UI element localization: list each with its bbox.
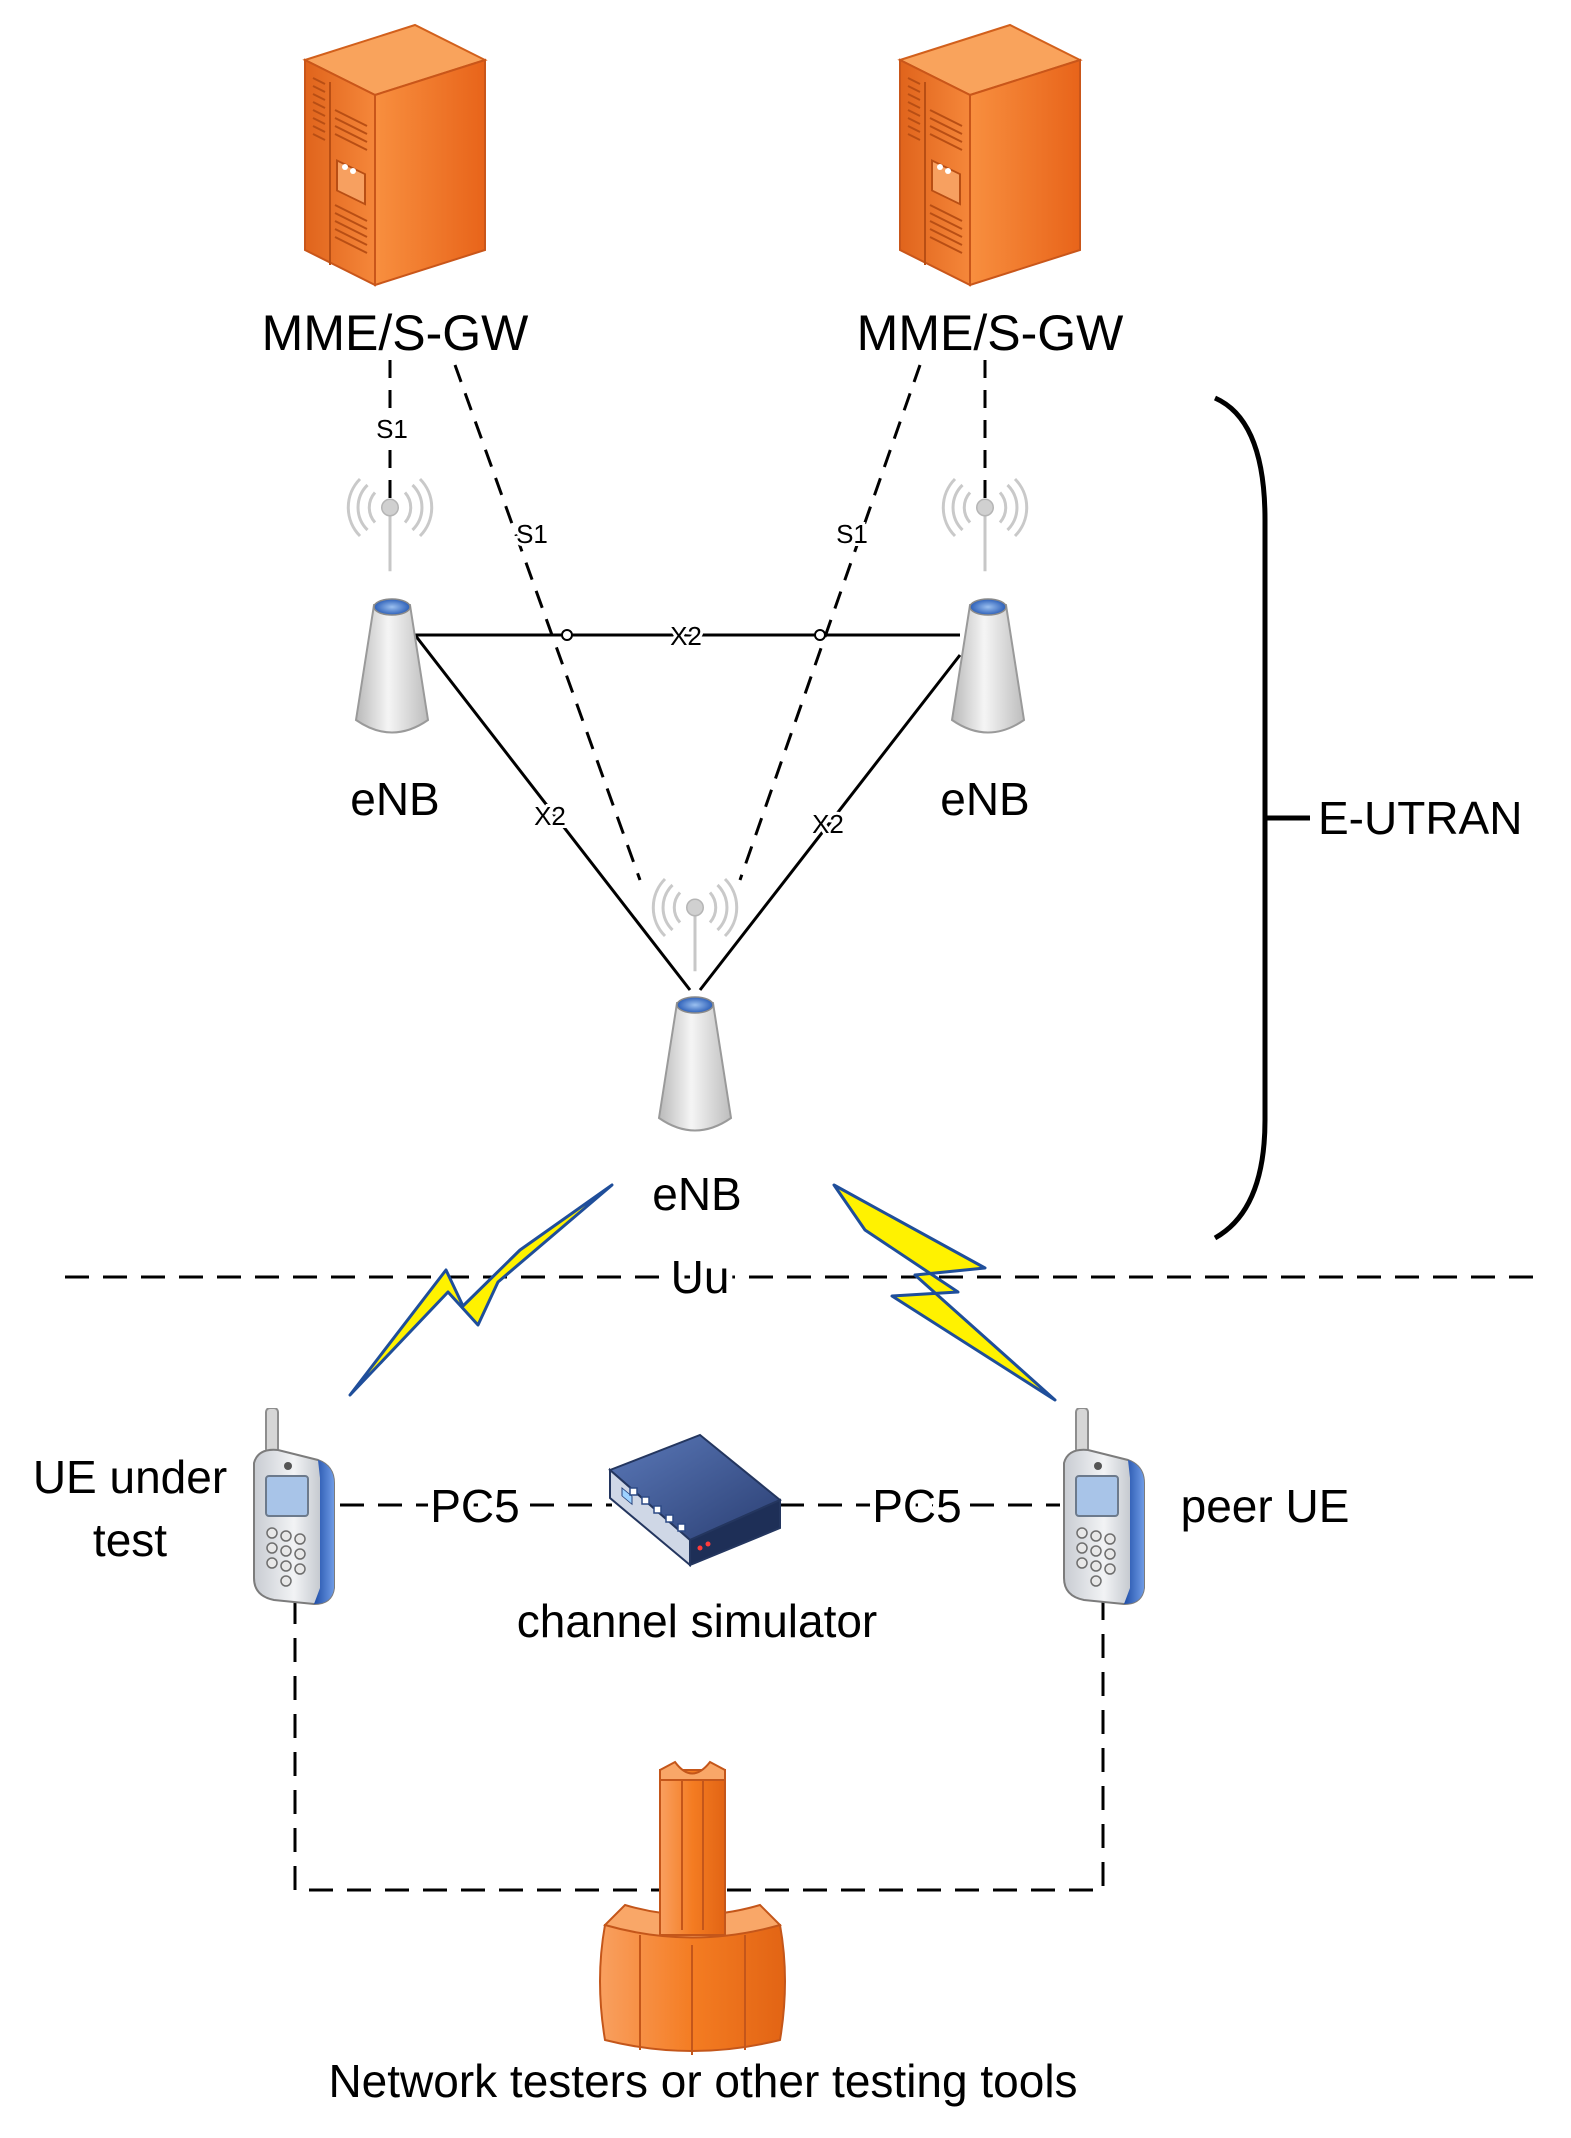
uu-label: Uu	[671, 1251, 730, 1303]
channel-simulator-icon	[608, 1433, 782, 1568]
connections	[65, 360, 1545, 1892]
peer-ue-icon	[1063, 1408, 1145, 1605]
x2-right-label: X2	[812, 809, 844, 839]
mme-server-left-icon	[304, 24, 486, 286]
eutran-bracket	[1213, 395, 1310, 1241]
lightning-left-icon	[348, 1183, 614, 1397]
ue-under-test-label-line1: UE under	[33, 1451, 227, 1503]
lightning-right-icon	[832, 1183, 1057, 1402]
x2-left-label: X2	[534, 801, 566, 831]
peer-ue-label: peer UE	[1181, 1480, 1350, 1532]
mme-left-label: MME/S-GW	[262, 305, 529, 361]
s1-left-vertical-label: S1	[376, 414, 408, 444]
enb-left-label: eNB	[350, 773, 439, 825]
enb-left-icon	[354, 597, 430, 734]
ue-under-test-icon	[253, 1408, 335, 1605]
x2-link-right	[698, 654, 962, 991]
x2-link-left	[413, 634, 692, 991]
s1-link-right-diagonal	[738, 364, 922, 881]
enb-right-icon	[950, 597, 1026, 734]
channel-simulator-label: channel simulator	[517, 1595, 878, 1647]
network-tester-icon	[599, 1760, 786, 2055]
pc5-left-label: PC5	[430, 1480, 519, 1532]
s1-left-diagonal-label: S1	[516, 519, 548, 549]
x2-top-label: X2	[670, 621, 702, 651]
eutran-label: E-UTRAN	[1318, 792, 1522, 844]
s1-right-diagonal-label: S1	[836, 519, 868, 549]
mme-right-label: MME/S-GW	[857, 305, 1124, 361]
ue-under-test-label-line2: test	[93, 1514, 167, 1566]
mme-server-right-icon	[899, 24, 1081, 286]
s1-link-left-diagonal	[453, 364, 642, 881]
enb-right-label: eNB	[940, 773, 1029, 825]
enb-bottom-icon	[657, 995, 733, 1132]
network-testers-label: Network testers or other testing tools	[328, 2055, 1077, 2107]
pc5-right-label: PC5	[872, 1480, 961, 1532]
enb-bottom-label: eNB	[652, 1168, 741, 1220]
